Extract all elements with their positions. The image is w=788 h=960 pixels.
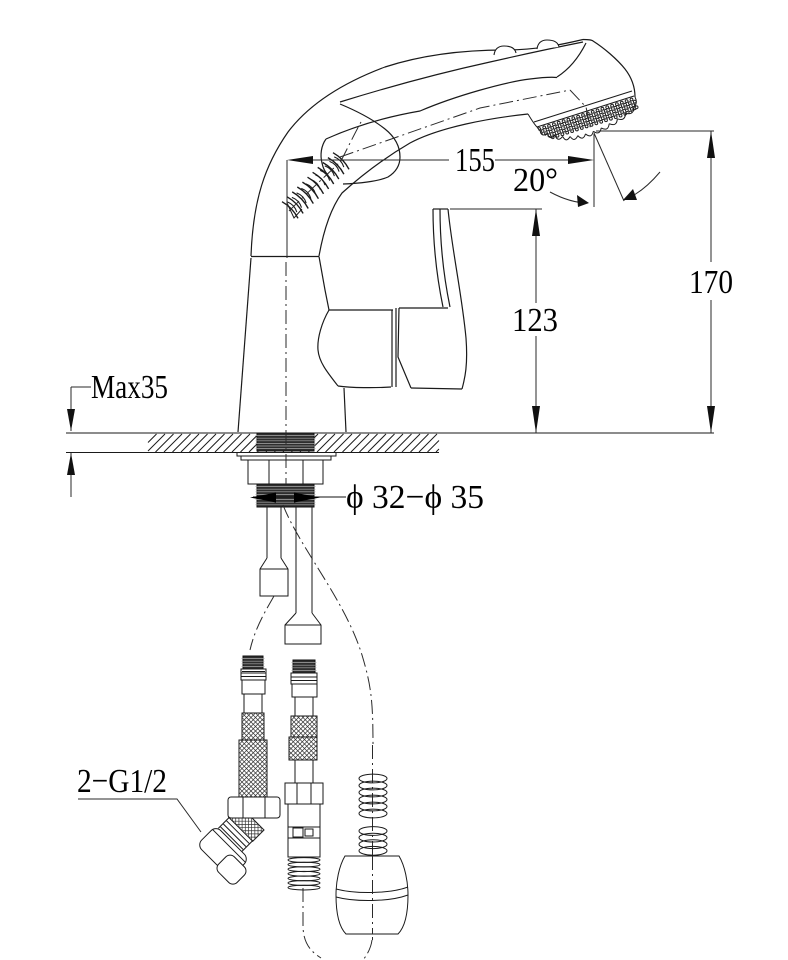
svg-text:123: 123 — [512, 302, 558, 339]
svg-text:ϕ 32−ϕ 35: ϕ 32−ϕ 35 — [346, 479, 484, 516]
svg-text:Max35: Max35 — [91, 369, 168, 406]
svg-text:155: 155 — [455, 142, 495, 179]
svg-text:170: 170 — [689, 264, 733, 301]
svg-text:2−G1/2: 2−G1/2 — [77, 763, 167, 800]
svg-text:20°: 20° — [513, 162, 558, 199]
